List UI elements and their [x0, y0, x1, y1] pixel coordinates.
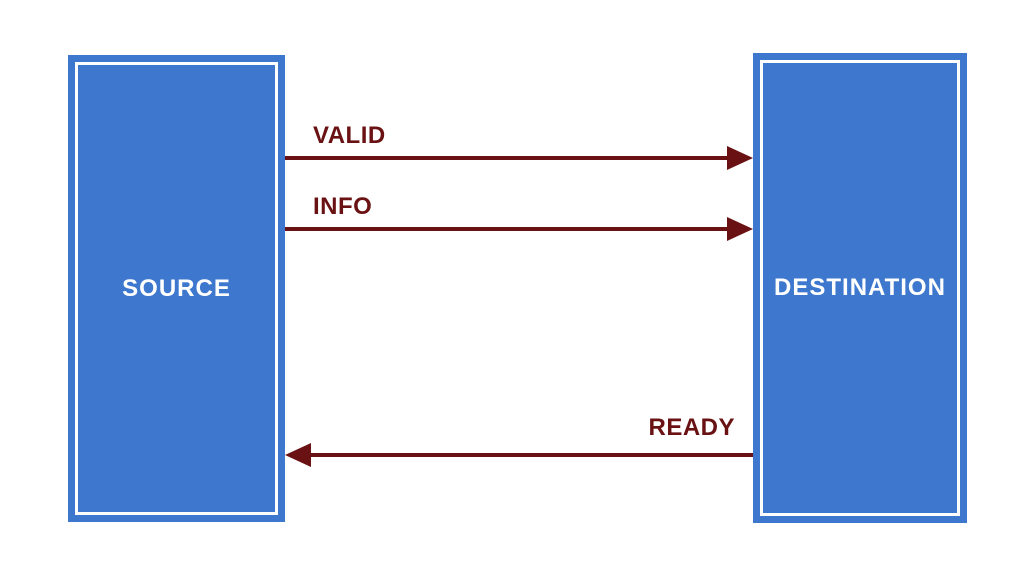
node-destination: DESTINATION: [753, 53, 967, 523]
node-source: SOURCE: [68, 55, 285, 522]
ready-arrow-line: [311, 453, 753, 457]
info-signal-label: INFO: [313, 193, 373, 220]
source-label: SOURCE: [122, 274, 231, 302]
destination-label: DESTINATION: [774, 274, 946, 301]
info-arrow-line: [285, 227, 727, 231]
ready-signal-label: READY: [648, 414, 735, 441]
valid-arrow-line: [285, 156, 727, 160]
valid-arrowhead-icon: [727, 146, 753, 170]
ready-arrowhead-icon: [285, 443, 311, 467]
info-arrowhead-icon: [727, 217, 753, 241]
valid-signal-label: VALID: [313, 122, 386, 149]
